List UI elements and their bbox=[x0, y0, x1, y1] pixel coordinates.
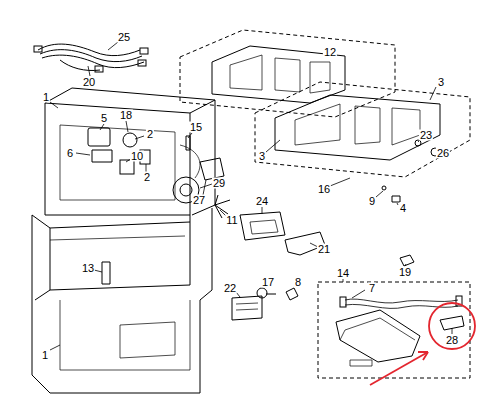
callout-number: 2 bbox=[146, 129, 154, 140]
lower-liner bbox=[32, 208, 212, 393]
callout-number: 26 bbox=[436, 148, 450, 159]
callout-number: 14 bbox=[336, 268, 350, 279]
callout-number: 18 bbox=[119, 110, 133, 121]
callout-number: 21 bbox=[317, 244, 331, 255]
callout-number: 1 bbox=[41, 350, 49, 361]
callout-number: 19 bbox=[398, 267, 412, 278]
fan-assembly bbox=[173, 158, 230, 218]
evaporator-cover bbox=[180, 30, 395, 117]
callout-number: 3 bbox=[258, 151, 266, 162]
callout-number: 3 bbox=[437, 77, 445, 88]
callout-number: 25 bbox=[117, 32, 131, 43]
callout-number: 24 bbox=[255, 196, 269, 207]
defrost-components bbox=[88, 128, 200, 178]
callout-number: 4 bbox=[399, 203, 407, 214]
leader-lines bbox=[50, 42, 452, 350]
callout-number: 2 bbox=[143, 172, 151, 183]
callout-number: 23 bbox=[419, 130, 433, 141]
rear-panel bbox=[255, 82, 470, 177]
callout-number: 6 bbox=[66, 148, 74, 159]
callout-number: 8 bbox=[294, 277, 302, 288]
callout-number: 9 bbox=[368, 196, 376, 207]
callout-number: 11 bbox=[225, 215, 238, 226]
callout-number: 5 bbox=[100, 113, 108, 124]
callout-number: 20 bbox=[82, 77, 96, 88]
callout-number: 1 bbox=[42, 92, 50, 103]
callout-number: 10 bbox=[130, 151, 144, 162]
loose-parts bbox=[102, 186, 414, 320]
callout-number: 15 bbox=[189, 122, 203, 133]
callout-number: 22 bbox=[223, 283, 237, 294]
callout-number: 29 bbox=[212, 178, 226, 189]
callout-number: 28 bbox=[445, 335, 459, 346]
highlight bbox=[370, 303, 475, 385]
callout-number: 7 bbox=[368, 283, 376, 294]
ice-bin-kit bbox=[318, 282, 470, 378]
callout-number: 17 bbox=[261, 277, 275, 288]
callout-number: 27 bbox=[192, 195, 206, 206]
callout-number: 12 bbox=[323, 47, 337, 58]
callout-number: 13 bbox=[81, 263, 95, 274]
upper-liner bbox=[45, 88, 215, 215]
callout-number: 16 bbox=[317, 184, 331, 195]
wire-harness bbox=[34, 44, 148, 72]
